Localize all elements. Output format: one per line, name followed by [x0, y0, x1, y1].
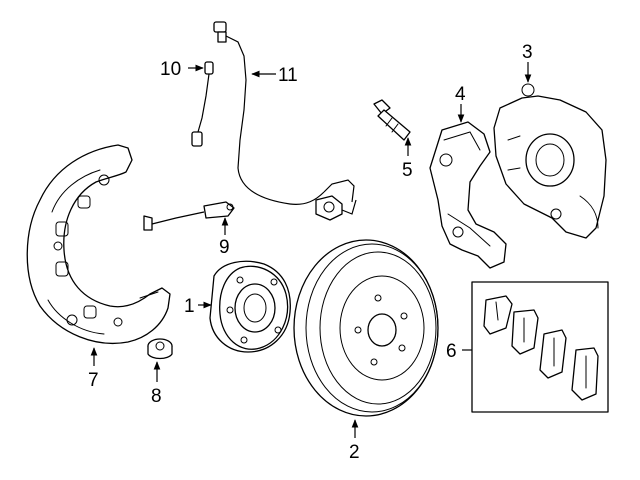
callout-2: 2	[349, 442, 360, 463]
wear-sensor-10-part	[191, 61, 214, 147]
callout-6: 6	[446, 341, 457, 362]
callout-8: 8	[151, 386, 162, 407]
callout-11: 11	[278, 65, 298, 86]
callout-9: 9	[219, 237, 230, 258]
caliper-bracket-part	[429, 121, 507, 269]
callout-3: 3	[522, 42, 533, 63]
callout-1: 1	[184, 296, 195, 317]
wear-sensor-9-part	[143, 201, 235, 231]
brake-pads-part	[471, 281, 609, 413]
brake-rotor-part	[293, 239, 439, 417]
callout-10: 10	[160, 59, 181, 80]
wheel-hub-part	[209, 260, 291, 353]
brake-caliper-part	[493, 83, 607, 239]
dust-shield-part	[26, 144, 171, 344]
callout-5: 5	[402, 160, 413, 181]
abs-sensor-harness-part	[213, 21, 357, 221]
callout-4: 4	[455, 84, 466, 105]
caliper-bolt-part	[373, 99, 411, 141]
callout-7: 7	[88, 370, 99, 391]
hub-bolt-part	[147, 338, 173, 360]
